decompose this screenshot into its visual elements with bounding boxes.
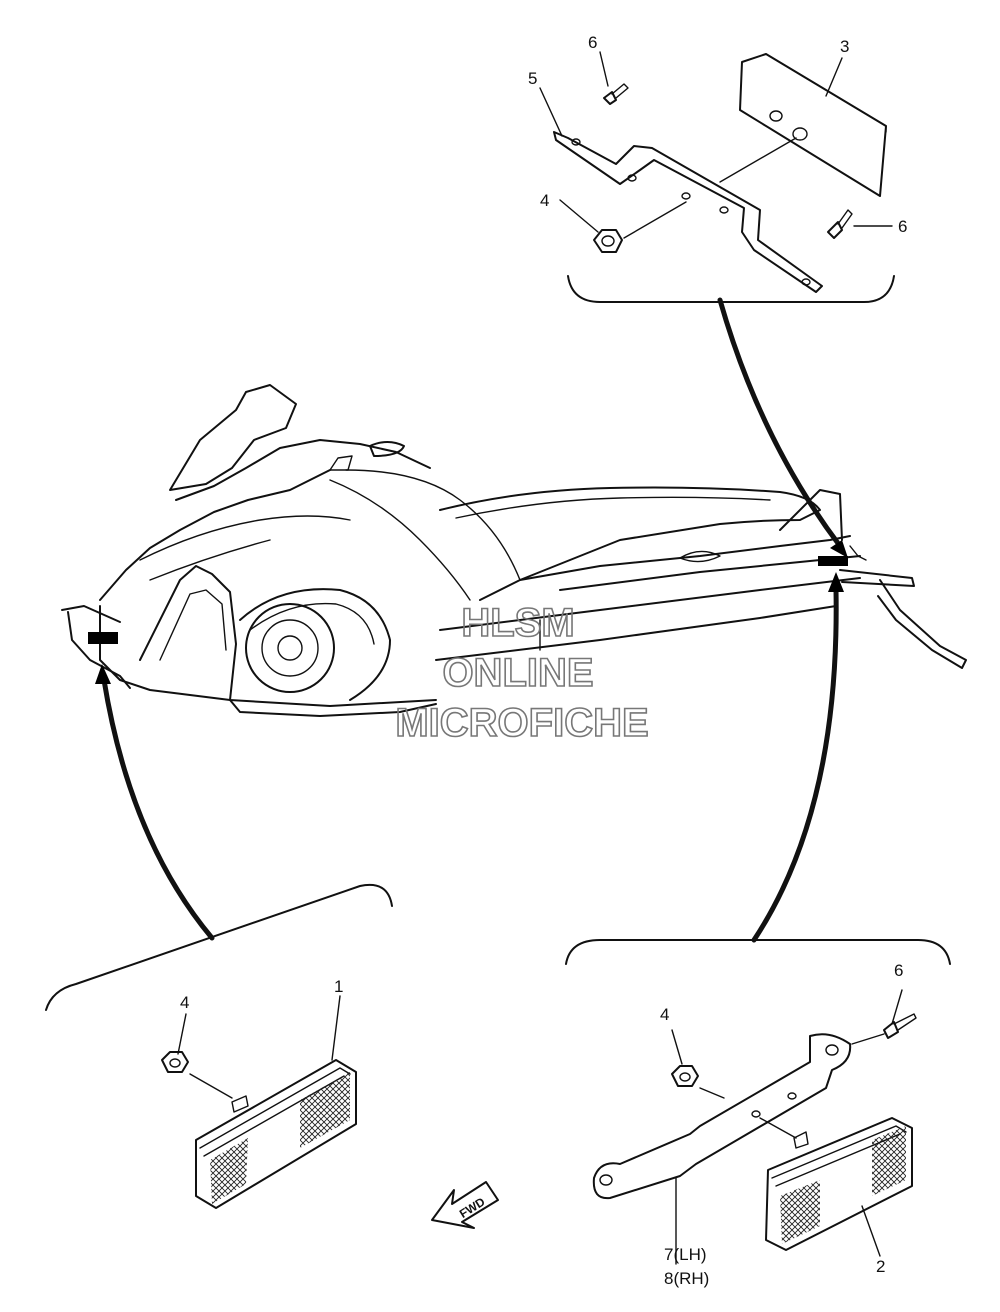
callout-part-8: 8(RH) [664, 1269, 709, 1288]
callout-part-2: 2 [876, 1257, 885, 1276]
callout-part-5: 5 [528, 69, 537, 88]
watermark-line-3: MICROFICHE [395, 701, 648, 745]
callout-part-4-right: 4 [660, 1005, 669, 1024]
watermark-line-1: HLSM [461, 601, 574, 645]
snowmobile-outline [61, 384, 967, 717]
fwd-arrow-icon: FWD [431, 1181, 499, 1229]
callout-part-6-bottom-right: 6 [894, 961, 903, 980]
watermark: HLSM ONLINE MICROFICHE [395, 600, 650, 746]
inset-frames [45, 275, 951, 1011]
callout-part-6-top-right: 6 [898, 217, 907, 236]
callout-part-4-left: 4 [180, 993, 189, 1012]
leader-curves [95, 297, 848, 943]
callout-part-1: 1 [334, 977, 343, 996]
bottom-left-inset-parts [161, 995, 357, 1209]
callout-part-7: 7(LH) [664, 1245, 707, 1264]
top-inset-parts [539, 51, 893, 293]
callout-part-4-top: 4 [540, 191, 549, 210]
callout-labels: 3 5 6 4 6 1 4 6 4 2 7(LH) 8(RH) [180, 33, 907, 1288]
bottom-right-inset-parts [592, 989, 917, 1265]
callout-part-6-top: 6 [588, 33, 597, 52]
callout-part-3: 3 [840, 37, 849, 56]
watermark-line-2: ONLINE [442, 651, 593, 695]
